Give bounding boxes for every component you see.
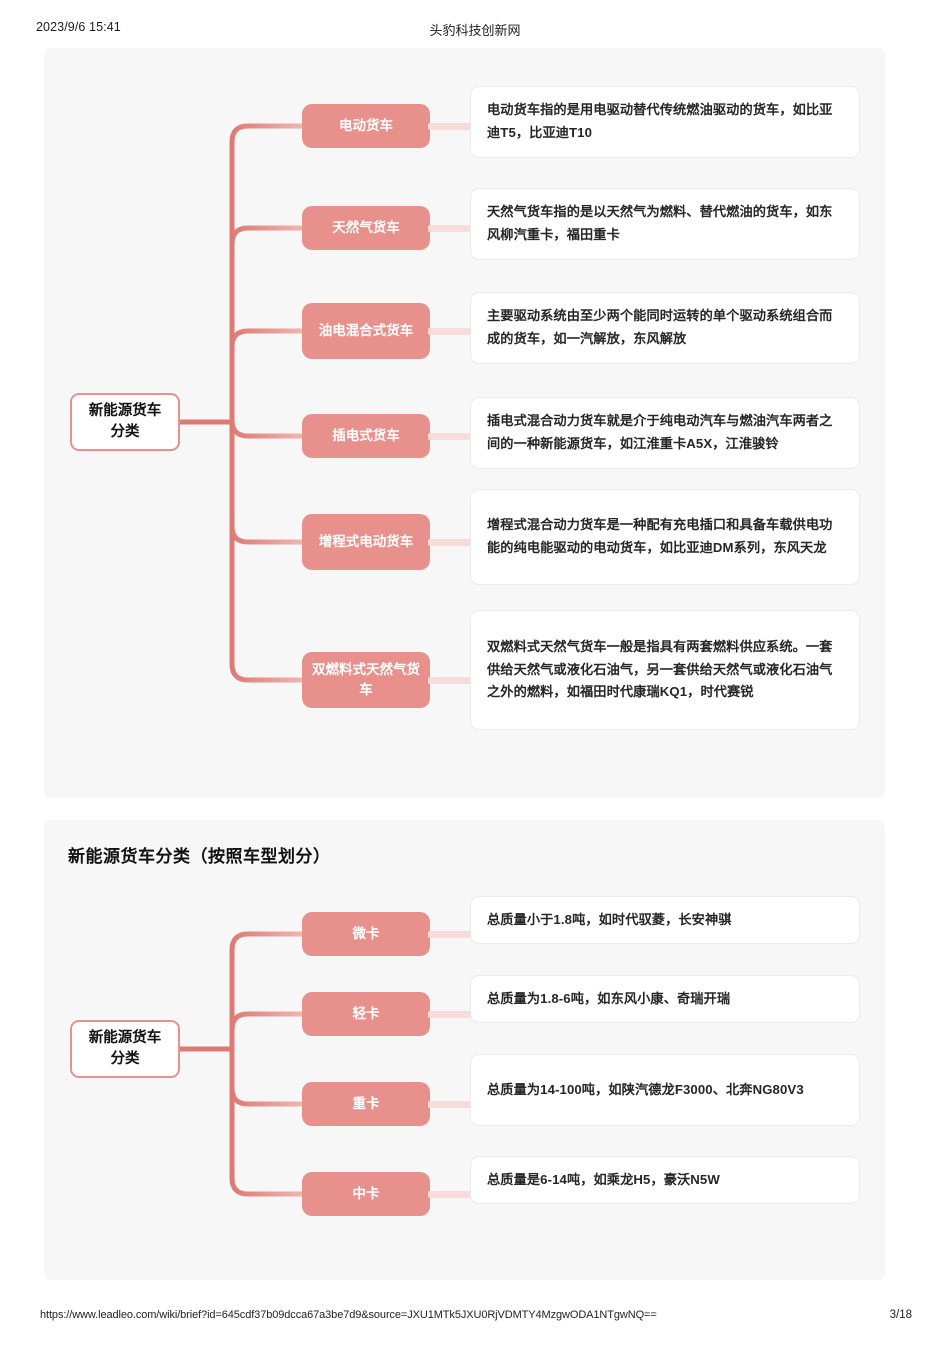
mindmap-branch-label: 增程式电动货车 — [318, 533, 414, 549]
mindmap-root-node[interactable]: 新能源货车分类 — [70, 1020, 180, 1078]
mindmap-branch-node[interactable]: 增程式电动货车 — [302, 514, 430, 570]
mindmap-description-card: 双燃料式天然气货车一般是指具有两套燃料供应系统。一套供给天然气或液化石油气，另一… — [470, 610, 860, 730]
mindmap-root-label: 新能源货车分类 — [88, 402, 162, 440]
connector-node-to-card — [428, 538, 472, 546]
mindmap-panel-vehicle-type: 新能源货车分类（按照车型划分） 新能源货车分类 微卡 总质量小于1.8吨，如时代驭菱… — [44, 820, 885, 1280]
mindmap-description-card: 总质量是6-14吨，如乘龙H5，豪沃N5W — [470, 1156, 860, 1204]
mindmap-branch-node[interactable]: 天然气货车 — [302, 206, 430, 250]
mindmap-branch-node[interactable]: 微卡 — [302, 912, 430, 956]
connector-node-to-card — [428, 676, 472, 684]
mindmap-root-label: 新能源货车分类 — [88, 1029, 162, 1067]
connector-branch — [229, 931, 305, 1052]
mindmap-branch-node[interactable]: 双燃料式天然气货车 — [302, 652, 430, 708]
mindmap-description-text: 插电式混合动力货车就是介于纯电动汽车与燃油汽车两者之间的一种新能源货车，如江淮重… — [487, 413, 833, 451]
mindmap-description-text: 主要驱动系统由至少两个能同时运转的单个驱动系统组合而成的货车，如一汽解放，东风解… — [487, 308, 833, 346]
mindmap-branch-node[interactable]: 油电混合式货车 — [302, 303, 430, 359]
connector-node-to-card — [428, 1100, 472, 1108]
mindmap-description-text: 天然气货车指的是以天然气为燃料、替代燃油的货车，如东风柳汽重卡，福田重卡 — [487, 204, 833, 242]
mindmap-description-card: 总质量为1.8-6吨，如东风小康、奇瑞开瑞 — [470, 975, 860, 1023]
mindmap-branch-label: 中卡 — [352, 1185, 380, 1201]
header-site-name: 头豹科技创新网 — [429, 23, 521, 38]
mindmap-description-text: 总质量是6-14吨，如乘龙H5，豪沃N5W — [487, 1171, 720, 1187]
connector-node-to-card — [428, 327, 472, 335]
footer-page-number: 3/18 — [889, 1309, 912, 1321]
mindmap-branch-node[interactable]: 插电式货车 — [302, 414, 430, 458]
mindmap-root-node[interactable]: 新能源货车分类 — [70, 393, 180, 451]
connector-node-to-card — [428, 1190, 472, 1198]
mindmap-description-text: 总质量小于1.8吨，如时代驭菱，长安神骐 — [487, 911, 732, 927]
connector-node-to-card — [428, 930, 472, 938]
footer-source-url[interactable]: https://www.leadleo.com/wiki/brief?id=64… — [40, 1309, 657, 1321]
mindmap-branch-node[interactable]: 轻卡 — [302, 992, 430, 1036]
mindmap-description-card: 天然气货车指的是以天然气为燃料、替代燃油的货车，如东风柳汽重卡，福田重卡 — [470, 188, 860, 260]
mindmap-branch-label: 重卡 — [352, 1095, 380, 1111]
mindmap-branch-label: 油电混合式货车 — [318, 322, 414, 338]
mindmap-description-text: 双燃料式天然气货车一般是指具有两套燃料供应系统。一套供给天然气或液化石油气，另一… — [487, 638, 833, 700]
mindmap-branch-label: 电动货车 — [339, 117, 393, 133]
mindmap-connectors — [177, 123, 305, 683]
mindmap-branch-node[interactable]: 电动货车 — [302, 104, 430, 148]
mindmap-branch-node[interactable]: 中卡 — [302, 1172, 430, 1216]
connector-branch — [229, 1046, 305, 1197]
connector-node-to-card — [428, 432, 472, 440]
mindmap-description-card: 总质量小于1.8吨，如时代驭菱，长安神骐 — [470, 896, 860, 944]
mindmap-description-text: 电动货车指的是用电驱动替代传统燃油驱动的货车，如比亚迪T5，比亚迪T10 — [487, 102, 833, 140]
mindmap-description-card: 增程式混合动力货车是一种配有充电插口和具备车载供电功能的纯电能驱动的电动货车，如… — [470, 489, 860, 585]
connector-branch — [229, 419, 305, 439]
mindmap-connectors — [177, 931, 305, 1197]
mindmap-branch-label: 天然气货车 — [332, 219, 400, 235]
mindmap-description-text: 总质量为1.8-6吨，如东风小康、奇瑞开瑞 — [487, 990, 731, 1006]
mindmap-branch-label: 轻卡 — [352, 1005, 380, 1021]
connector-branch — [229, 225, 305, 425]
mindmap-canvas-1: 新能源货车分类 电动货车 电动货车指的是用电驱动替代传统燃油驱动的货车，如比亚迪T5… — [44, 48, 885, 798]
mindmap-branch-label: 双燃料式天然气货车 — [312, 661, 420, 697]
connector-branch — [229, 1011, 305, 1052]
page-footer: https://www.leadleo.com/wiki/brief?id=64… — [0, 1299, 950, 1345]
connector-branch — [229, 419, 305, 683]
page-header: 2023/9/6 15:41 头豹科技创新网 — [0, 0, 950, 48]
mindmap-description-card: 插电式混合动力货车就是介于纯电动汽车与燃油汽车两者之间的一种新能源货车，如江淮重… — [470, 397, 860, 469]
connector-branch — [229, 419, 305, 545]
mindmap-description-card: 电动货车指的是用电驱动替代传统燃油驱动的货车，如比亚迪T5，比亚迪T10 — [470, 86, 860, 158]
header-date: 2023/9/6 15:41 — [36, 20, 121, 34]
mindmap-branch-label: 插电式货车 — [332, 427, 400, 443]
panel-title-vehicle-type: 新能源货车分类（按照车型划分） — [68, 847, 331, 866]
connector-node-to-card — [428, 122, 472, 130]
mindmap-panel-powertrain: 新能源货车分类 电动货车 电动货车指的是用电驱动替代传统燃油驱动的货车，如比亚迪T5… — [44, 48, 885, 798]
mindmap-canvas-2: 新能源货车分类 微卡 总质量小于1.8吨，如时代驭菱，长安神骐轻卡 总质量为1.8-6… — [44, 820, 885, 1280]
connector-node-to-card — [428, 1010, 472, 1018]
connector-branch — [229, 328, 305, 425]
mindmap-description-text: 总质量为14-100吨，如陕汽德龙F3000、北奔NG80V3 — [487, 1081, 804, 1097]
mindmap-branch-label: 微卡 — [352, 925, 380, 941]
connector-branch — [229, 123, 305, 425]
mindmap-description-card: 总质量为14-100吨，如陕汽德龙F3000、北奔NG80V3 — [470, 1054, 860, 1126]
connector-node-to-card — [428, 224, 472, 232]
mindmap-description-card: 主要驱动系统由至少两个能同时运转的单个驱动系统组合而成的货车，如一汽解放，东风解… — [470, 292, 860, 364]
mindmap-description-text: 增程式混合动力货车是一种配有充电插口和具备车载供电功能的纯电能驱动的电动货车，如… — [487, 517, 833, 555]
mindmap-branch-node[interactable]: 重卡 — [302, 1082, 430, 1126]
connector-branch — [229, 1046, 305, 1107]
